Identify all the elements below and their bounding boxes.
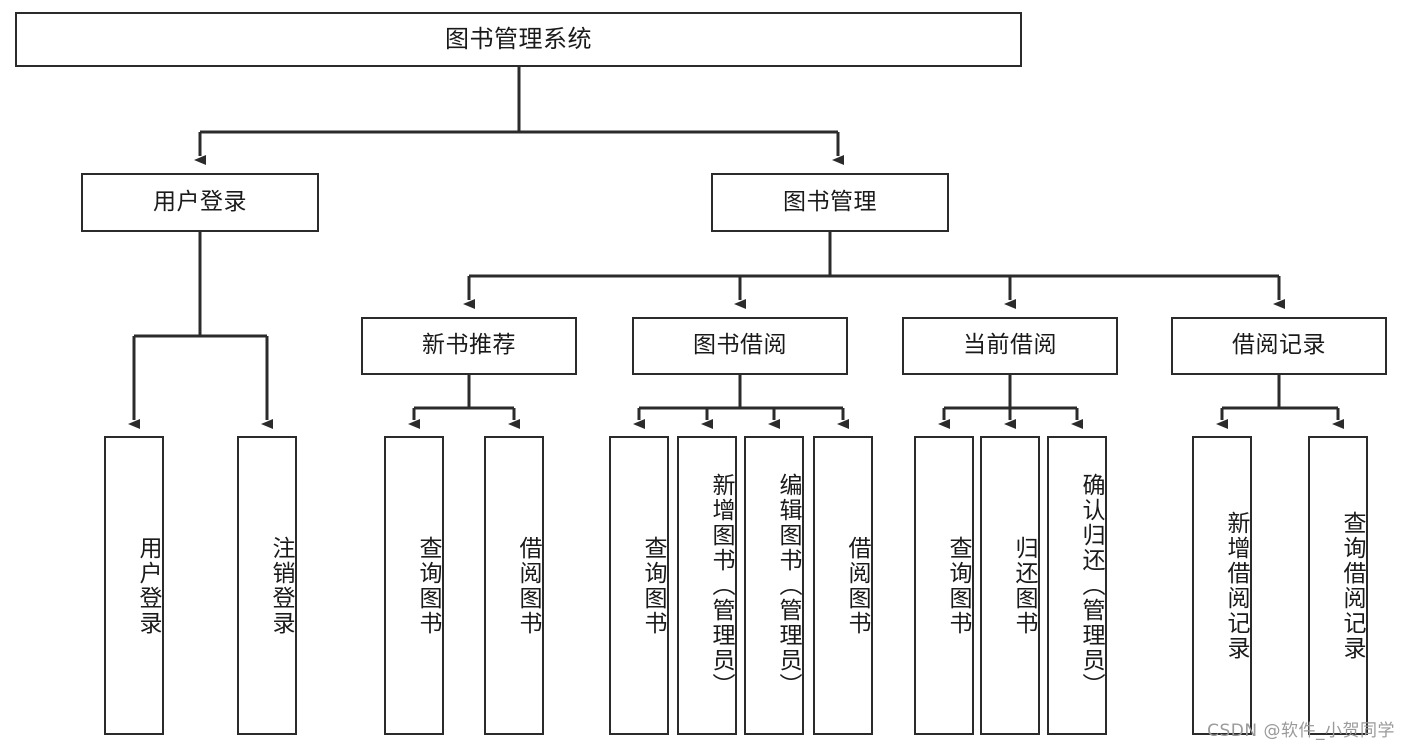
node-label: 借阅图书 [515,535,541,636]
leaf-recommend-query-book[interactable]: 查询图书 [384,436,444,735]
node-label: 查询图书 [945,535,971,636]
node-label: 借阅图书 [844,535,870,636]
node-borrow-record[interactable]: 借阅记录 [1171,317,1387,375]
node-label: 确认归还（管理员） [1078,473,1104,698]
leaf-borrow-borrow-book[interactable]: 借阅图书 [813,436,873,735]
node-label: 注销登录 [268,535,294,636]
node-book-borrow[interactable]: 图书借阅 [632,317,848,375]
node-label: 图书管理系统 [445,25,592,54]
node-label: 当前借阅 [963,332,1057,359]
node-label: 新增图书（管理员） [708,473,734,698]
csdn-watermark: CSDN @软件_小贺同学 [1207,721,1395,741]
node-label: 查询图书 [415,535,441,636]
node-label: 图书借阅 [693,332,787,359]
leaf-current-query-book[interactable]: 查询图书 [914,436,974,735]
node-label: 借阅记录 [1232,332,1326,359]
node-root-system[interactable]: 图书管理系统 [15,12,1022,67]
node-new-book-recommend[interactable]: 新书推荐 [361,317,577,375]
node-label: 编辑图书（管理员） [775,473,801,698]
leaf-record-add-record[interactable]: 新增借阅记录 [1192,436,1252,735]
node-label: 新书推荐 [422,332,516,359]
leaf-current-confirm-return-admin[interactable]: 确认归还（管理员） [1047,436,1107,735]
node-label: 新增借阅记录 [1223,510,1249,661]
leaf-recommend-borrow-book[interactable]: 借阅图书 [484,436,544,735]
node-user-login[interactable]: 用户登录 [81,173,319,232]
leaf-borrow-edit-book-admin[interactable]: 编辑图书（管理员） [744,436,804,735]
node-current-borrow[interactable]: 当前借阅 [902,317,1118,375]
leaf-user-login-signin[interactable]: 用户登录 [104,436,164,735]
node-label: 用户登录 [153,188,247,215]
node-label: 查询图书 [640,535,666,636]
leaf-user-login-signout[interactable]: 注销登录 [237,436,297,735]
node-label: 归还图书 [1011,535,1037,636]
node-label: 查询借阅记录 [1339,510,1365,661]
leaf-borrow-query-book[interactable]: 查询图书 [609,436,669,735]
node-label: 用户登录 [135,535,161,636]
leaf-record-query-record[interactable]: 查询借阅记录 [1308,436,1368,735]
leaf-current-return-book[interactable]: 归还图书 [980,436,1040,735]
node-book-management[interactable]: 图书管理 [711,173,949,232]
node-label: 图书管理 [783,188,877,215]
leaf-borrow-add-book-admin[interactable]: 新增图书（管理员） [677,436,737,735]
